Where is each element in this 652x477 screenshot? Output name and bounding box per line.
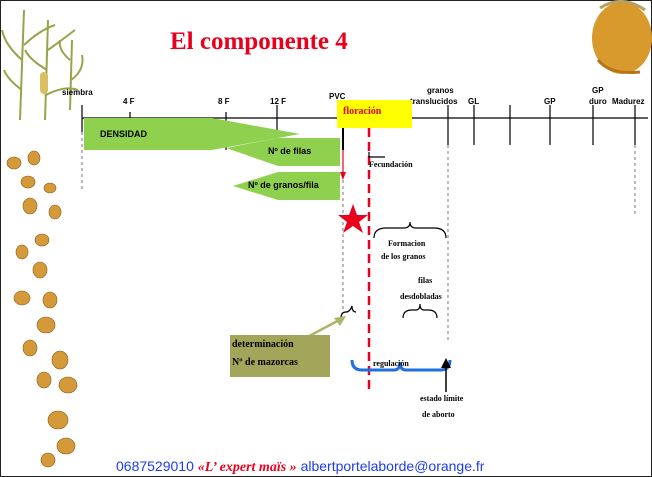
regulacion-label: regulación — [373, 359, 409, 368]
filas-arrow — [226, 138, 340, 166]
footer: 0687529010 «L’ expert maïs » albertporte… — [116, 458, 484, 476]
formacion-brace — [373, 221, 447, 239]
dashed-guides — [81, 132, 636, 340]
estado-arrowhead — [441, 358, 451, 368]
densidad-label: DENSIDAD — [100, 129, 148, 139]
stage-gl: GL — [468, 97, 480, 106]
footer-phone: 0687529010 — [116, 458, 194, 474]
regulacion-bracket — [350, 359, 452, 372]
fecundacion-bracket — [368, 152, 385, 158]
determinacion-label-2: Nº de mazorcas — [232, 357, 298, 368]
ear-icon — [40, 72, 48, 94]
densidad-arrow — [84, 118, 300, 150]
stage-siembra: siembra — [62, 88, 93, 97]
kernel-icons — [6, 150, 78, 468]
stage-4f: 4 F — [123, 97, 135, 106]
filas-label-1: filas — [418, 276, 433, 285]
fecundacion-label: Fecundación — [369, 160, 413, 169]
stage-pvc: PVC — [329, 92, 346, 101]
estado-label-1: estado límite — [420, 394, 464, 403]
granos-fila-arrow — [233, 172, 340, 200]
stage-8f: 8 F — [218, 97, 230, 106]
filas-label: Nº de filas — [268, 146, 312, 156]
filas-label-2: desdobladas — [400, 292, 442, 301]
corn-plant-icon — [1, 9, 84, 121]
floracion-box: floración — [337, 100, 412, 128]
stage-gp-duro-1: GP — [592, 86, 604, 95]
stage-gp-duro-2: duro — [589, 97, 607, 106]
formacion-label-2: de los granos — [381, 252, 426, 261]
footer-brand: «L’ expert maïs » — [197, 460, 297, 475]
pointer-head — [334, 316, 346, 326]
red-arrowhead — [340, 172, 346, 180]
estado-label-2: de aborto — [422, 410, 455, 419]
stage-translucidos: translucidos — [410, 97, 458, 106]
determinacion-label-1: determinación — [232, 339, 294, 350]
stage-madurez: Madurez — [612, 97, 645, 106]
formacion-label-1: Formacion — [388, 239, 426, 248]
determinacion-box: determinación Nº de mazorcas — [230, 335, 330, 377]
granos-fila-label: Nº de granos/fila — [248, 180, 319, 190]
star-icon — [338, 204, 368, 233]
corn-cob-icon — [592, 0, 652, 74]
floracion-label: floración — [343, 106, 382, 117]
stage-granos: granos — [427, 86, 454, 95]
footer-email[interactable]: albertportelaborde@orange.fr — [300, 458, 485, 474]
stage-gp: GP — [544, 97, 556, 106]
filas-brace — [402, 303, 438, 319]
small-brace — [340, 305, 357, 319]
page-title: El componente 4 — [170, 28, 348, 55]
stage-12f: 12 F — [270, 97, 287, 106]
